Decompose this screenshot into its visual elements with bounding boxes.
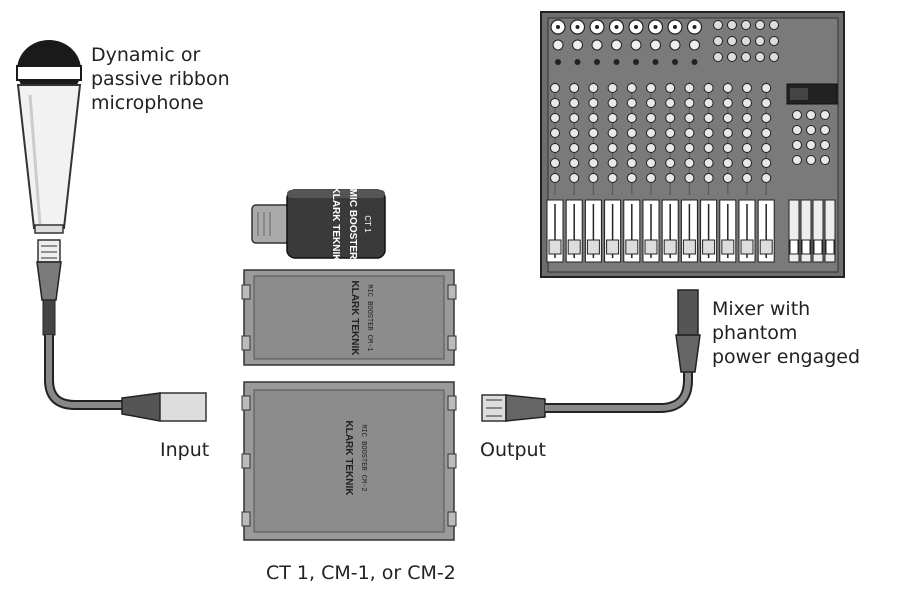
cm1-device: KLARK TEKNIK MIC BOOSTER CM-1 (241, 269, 457, 366)
output-label: Output (480, 439, 546, 461)
mixer-label-line1: Mixer with phantom (712, 298, 811, 344)
svg-text:KLARK TEKNIK: KLARK TEKNIK (330, 187, 341, 263)
cm2-device: KLARK TEKNIK MIC BOOSTER CM-2 (241, 381, 457, 541)
input-label: Input (160, 439, 210, 461)
mixer-label: Mixer with phantom power engaged (712, 297, 897, 369)
microphone (16, 40, 82, 234)
svg-text:MIC BOOSTER CM-1: MIC BOOSTER CM-1 (365, 284, 373, 351)
ct1-label: MIC BOOSTER (347, 189, 358, 260)
mic-label-line3: microphone (91, 92, 204, 114)
svg-text:KLARK TEKNIK: KLARK TEKNIK (349, 281, 360, 357)
mixer-label-line2: power engaged (712, 346, 861, 368)
device-caption: CT 1, CM-1, or CM-2 (266, 562, 456, 584)
svg-text:MIC BOOSTER CM-2: MIC BOOSTER CM-2 (359, 424, 367, 491)
svg-text:CT 1: CT 1 (363, 215, 372, 233)
mic-label-line1: Dynamic or (91, 44, 201, 66)
microphone-label: Dynamic or passive ribbon microphone (91, 43, 261, 115)
mixer (540, 11, 845, 278)
output-cable (481, 289, 701, 422)
svg-text:KLARK TEKNIK: KLARK TEKNIK (343, 421, 354, 497)
ct1-device: MIC BOOSTER CT 1 KLARK TEKNIK (251, 187, 386, 263)
mic-label-line2: passive ribbon (91, 68, 230, 90)
xlr-connector-mic (36, 239, 62, 336)
input-cable (44, 335, 207, 422)
mixer-channel-strips (546, 19, 836, 263)
